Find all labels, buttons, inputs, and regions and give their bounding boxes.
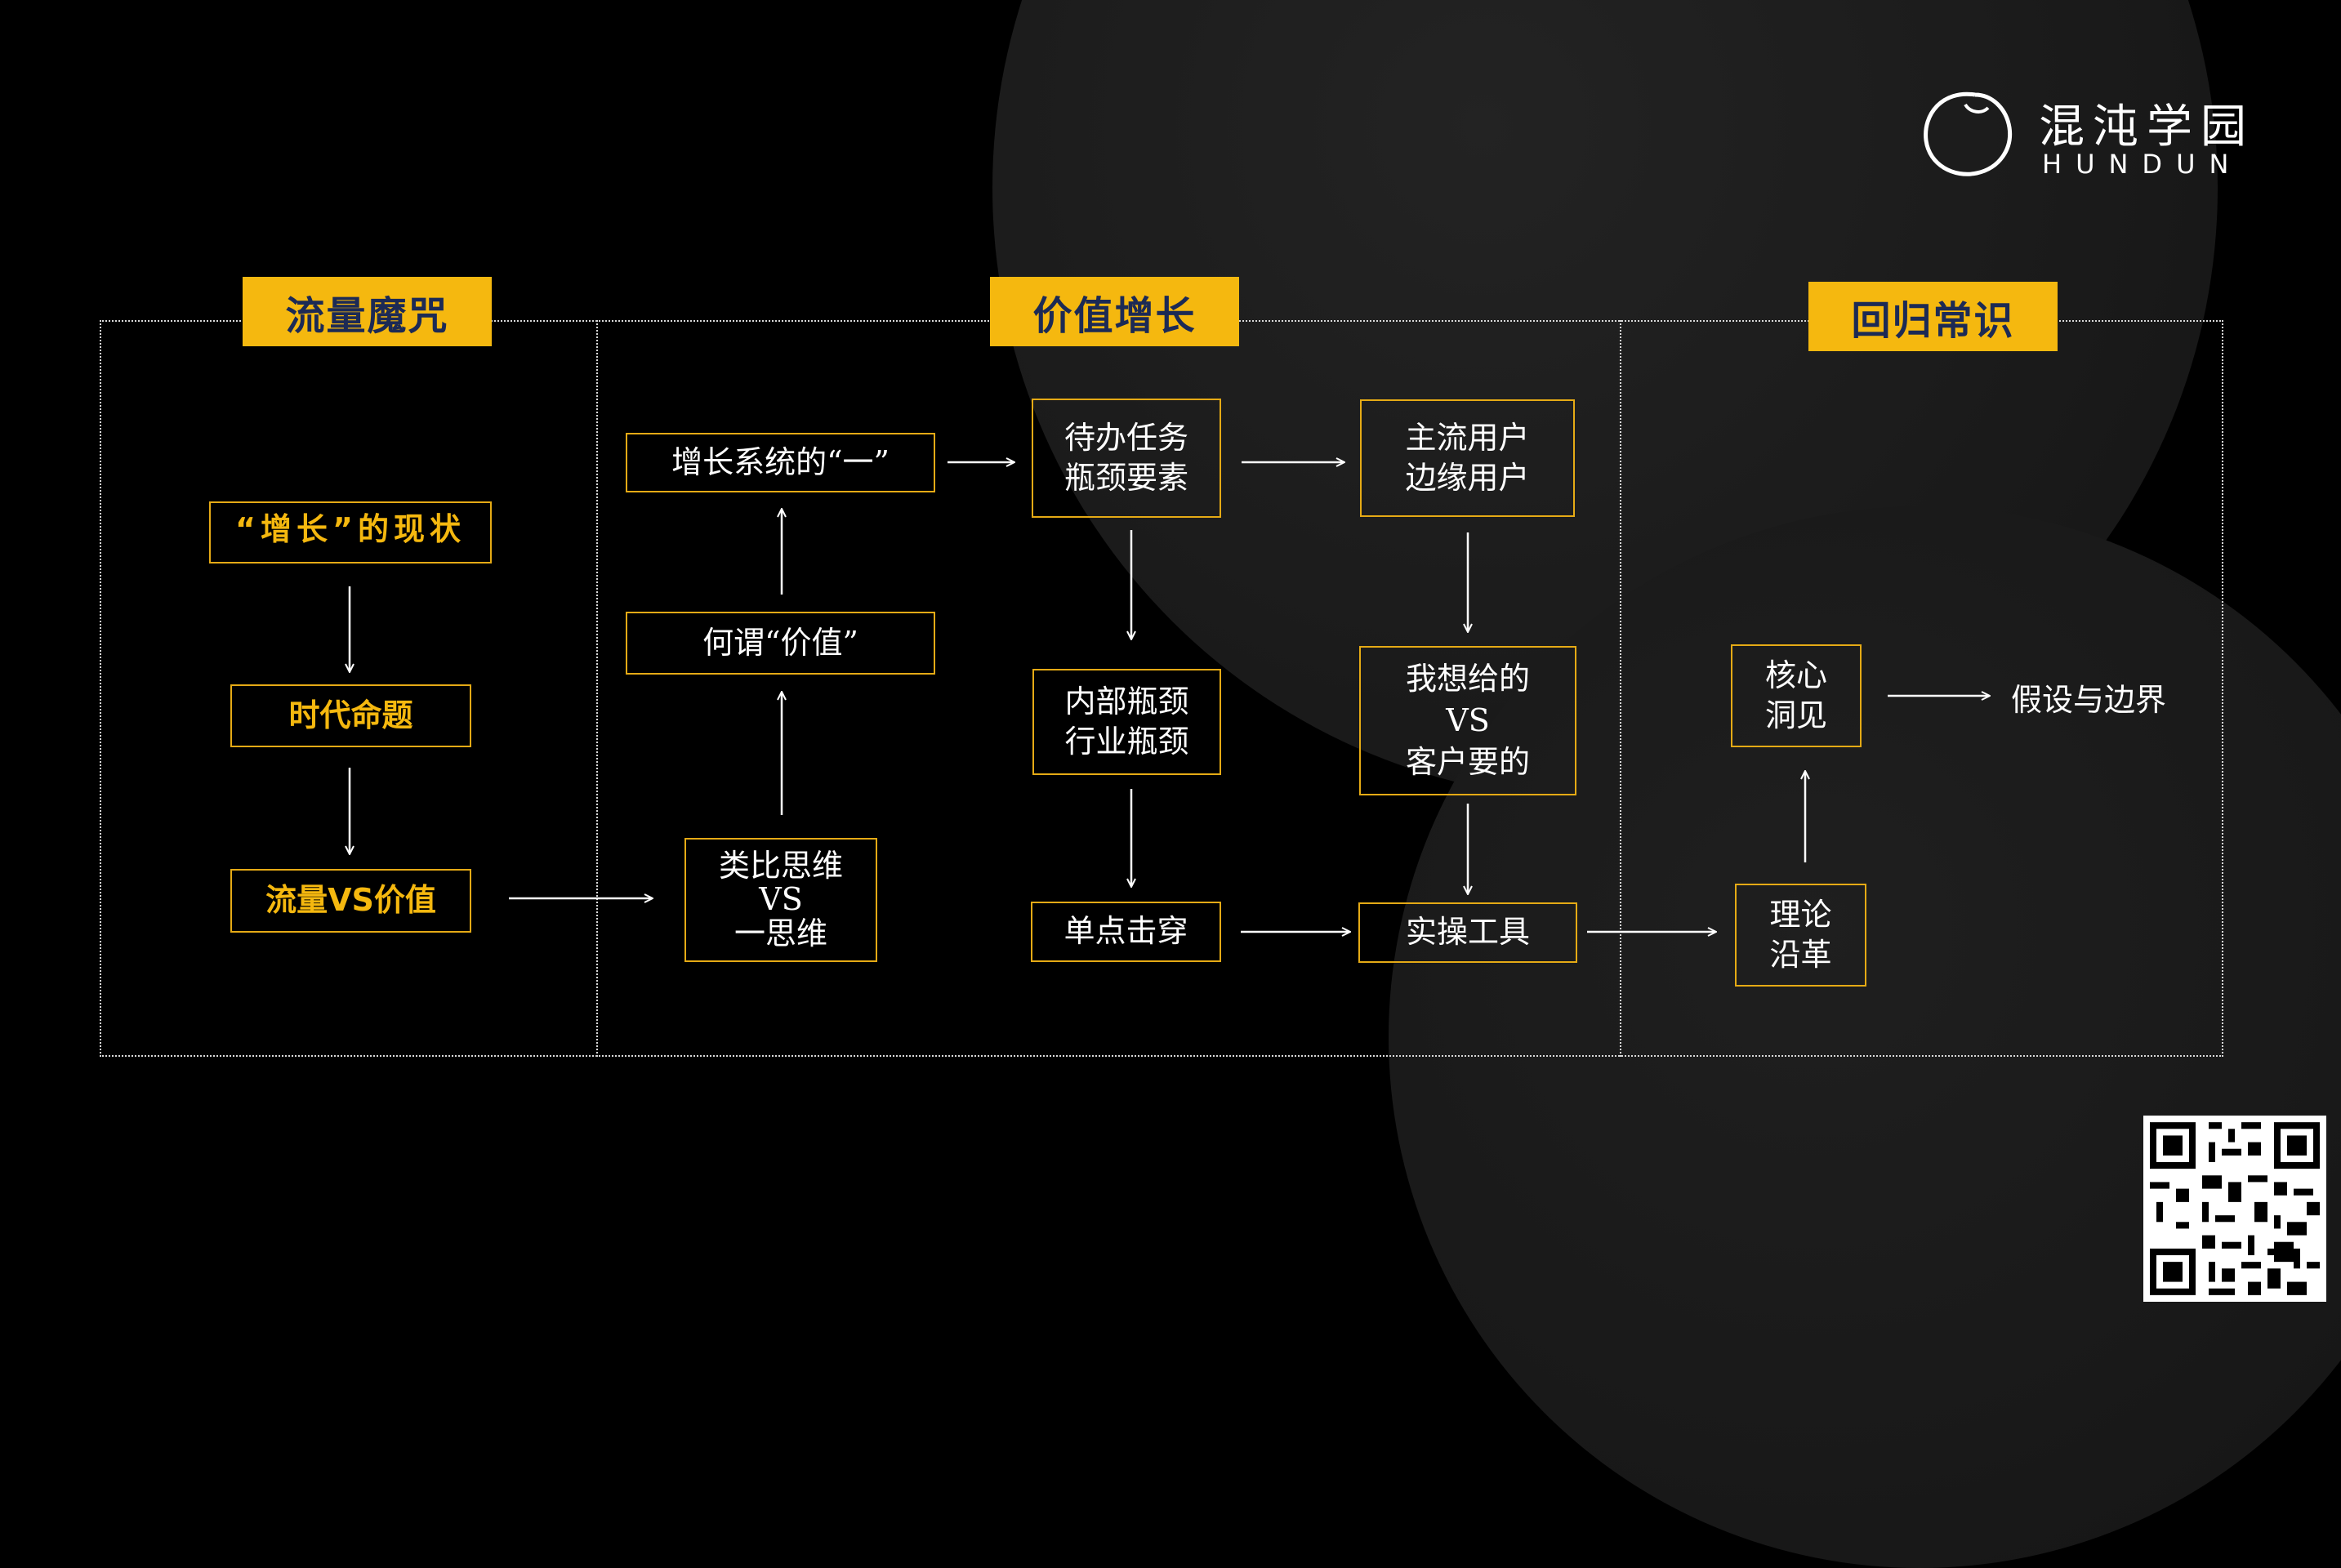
- section-divider-2: [1620, 320, 1621, 1057]
- node-growth-system: 增长系统的“一”: [626, 433, 935, 492]
- section-title-traffic-curse: 流量魔咒: [243, 277, 492, 346]
- node-growth-status: “增长”的现状: [209, 501, 492, 564]
- node-internal-line1: 内部瓶颈: [1064, 683, 1189, 719]
- node-growth-status-label: “增长”的现状: [235, 511, 466, 547]
- node-analogy-line3: 一思维: [734, 915, 827, 951]
- logo-circle-icon: [1924, 91, 2013, 176]
- node-analogy-line1: 类比思维: [718, 848, 843, 884]
- node-jtbd: 待办任务 瓶颈要素: [1032, 399, 1221, 518]
- node-jtbd-line2: 瓶颈要素: [1063, 460, 1188, 496]
- node-core-insight: 核心 洞见: [1731, 644, 1862, 747]
- node-core-line1: 核心: [1764, 657, 1827, 693]
- node-mainstream-users: 主流用户 边缘用户: [1360, 399, 1575, 517]
- node-want-line3: 客户要的: [1405, 744, 1530, 781]
- node-traffic-vs-value: 流量VS价值: [230, 869, 471, 933]
- node-analogy-line2: VS: [759, 881, 803, 918]
- qr-code-icon: [2143, 1116, 2326, 1302]
- node-single-point-label: 单点击穿: [1063, 913, 1188, 950]
- node-what-value-label: 何谓“价值”: [702, 624, 858, 661]
- node-core-line2: 洞见: [1764, 697, 1827, 733]
- node-growth-system-label: 增长系统的“一”: [671, 443, 890, 480]
- section-title-common-sense: 回归常识: [1808, 282, 2058, 351]
- node-want-line2: VS: [1446, 702, 1490, 738]
- connector-arrows: [0, 0, 2341, 1316]
- node-single-point: 单点击穿: [1031, 902, 1221, 962]
- node-internal-bottleneck: 内部瓶颈 行业瓶颈: [1032, 669, 1221, 775]
- node-theory-line2: 沿革: [1769, 937, 1832, 973]
- node-assumption-boundary: 假设与边界: [2011, 682, 2167, 718]
- node-tools-label: 实操工具: [1405, 914, 1530, 951]
- logo-sub: HUNDUN: [2042, 149, 2243, 180]
- node-jtbd-line1: 待办任务: [1063, 419, 1188, 456]
- logo-name: 混沌学园: [2039, 100, 2254, 154]
- section-divider-1: [596, 320, 598, 1057]
- section-title-value-growth: 价值增长: [990, 277, 1239, 346]
- node-what-value: 何谓“价值”: [626, 612, 935, 675]
- node-theory-line1: 理论: [1769, 896, 1832, 933]
- node-era-topic-label: 时代命题: [288, 697, 413, 733]
- node-era-topic: 时代命题: [230, 684, 471, 747]
- node-mainstream-line1: 主流用户: [1405, 419, 1530, 456]
- node-want-line1: 我想给的: [1405, 660, 1530, 697]
- node-mainstream-line2: 边缘用户: [1405, 460, 1530, 496]
- node-analogy-thinking: 类比思维 VS 一思维: [684, 838, 877, 962]
- node-want-vs-need: 我想给的 VS 客户要的: [1359, 646, 1576, 795]
- node-traffic-vs-value-label: 流量VS价值: [265, 882, 436, 919]
- node-tools: 实操工具: [1358, 902, 1577, 963]
- node-internal-line2: 行业瓶颈: [1064, 724, 1189, 760]
- node-theory-evolution: 理论 沿革: [1735, 884, 1866, 987]
